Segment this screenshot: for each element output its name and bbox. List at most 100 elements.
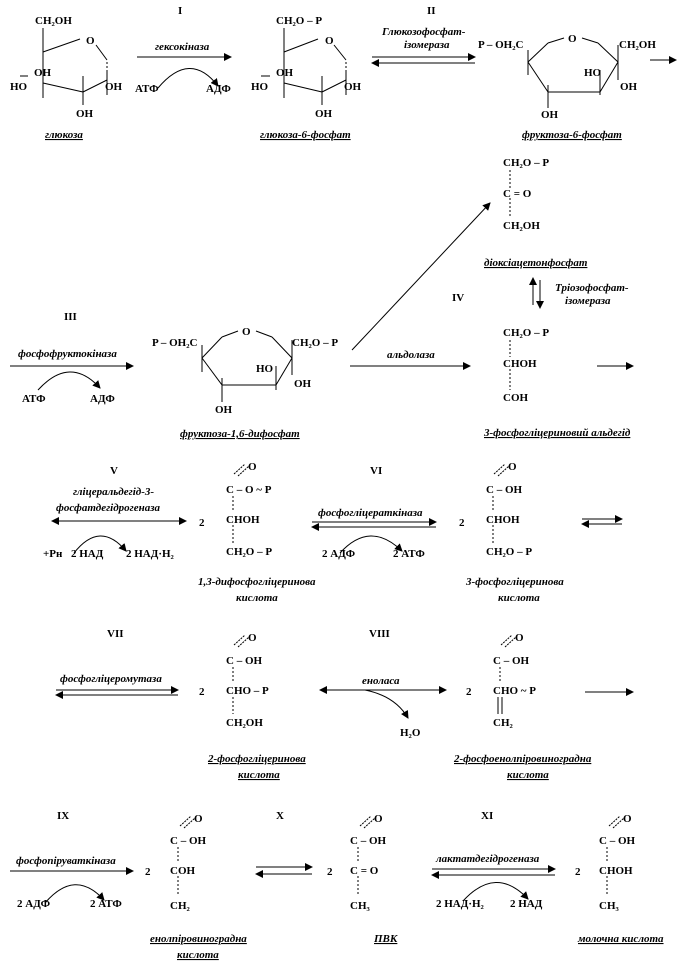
- lactate-choh: CHOH: [599, 865, 633, 877]
- stage-3-label: III: [64, 311, 77, 323]
- enolase-h2o: Н₂О: [400, 727, 421, 739]
- pgk-label: фосфогліцераткіназа: [318, 507, 423, 519]
- enolpyr-structure: [177, 815, 196, 896]
- gap-label: 3-фосфогліцериновий альдегід: [483, 427, 631, 439]
- f6p-p-och2: P – OH₂C: [478, 39, 524, 51]
- glucose-ring-o: O: [86, 35, 95, 47]
- ldh-label: лактатдегідрогеназа: [435, 853, 540, 865]
- bpg-label-2: кислота: [236, 592, 278, 604]
- bpg-c-op: C – O ~ P: [226, 484, 272, 496]
- pep-c-oh: C – OH: [493, 655, 530, 667]
- f6p-ring-o: O: [568, 33, 577, 45]
- g6p-oh-2: OH: [344, 81, 362, 93]
- pvk-coef: 2: [327, 866, 333, 878]
- gap-choh: CHOH: [503, 358, 537, 370]
- bpg-o: O: [248, 461, 257, 473]
- bpg-structure: [232, 463, 250, 543]
- fbp-ch2op: CH₂O – P: [292, 337, 338, 349]
- pep-label-2: кислота: [507, 769, 549, 781]
- enolpyr-o: O: [194, 813, 203, 825]
- pg2-label-2: кислота: [238, 769, 280, 781]
- g6p-ho: HO: [251, 81, 269, 93]
- bpg-label-1: 1,3-дифосфогліцеринова: [198, 576, 316, 588]
- enolpyr-c-oh: C – OH: [170, 835, 207, 847]
- bpg-ch2op: CH₂O – P: [226, 546, 272, 558]
- gapdh-nadh: 2 НАД·Н₂: [126, 548, 175, 560]
- g6p-label: глюкоза-6-фосфат: [260, 129, 351, 141]
- g6p-ch2op: CH₂O – P: [276, 15, 322, 27]
- pg2-o: O: [248, 632, 257, 644]
- fbp-ho: HO: [256, 363, 274, 375]
- g6p-structure: [261, 28, 347, 105]
- tpi-label-2: ізомераза: [565, 295, 611, 307]
- glucose-ho: HO: [10, 81, 28, 93]
- gapdh-label-1: гліцеральдегід-3-: [73, 486, 154, 498]
- pg3-label-1: 3-фосфогліцеринова: [465, 576, 564, 588]
- pep-structure: [497, 634, 517, 714]
- bpg-coef: 2: [199, 517, 205, 529]
- f6p-label: фруктоза-6-фосфат: [522, 129, 622, 141]
- gapdh-nad: 2 НАД: [71, 548, 104, 560]
- pg3-coef: 2: [459, 517, 465, 529]
- pk-atp: 2 АТФ: [90, 898, 122, 910]
- ldh-nad: 2 НАД: [510, 898, 543, 910]
- glucose-structure: [20, 28, 108, 105]
- enolase-label: еноласа: [362, 675, 400, 687]
- stage-2-label: II: [427, 5, 436, 17]
- aldolase-label: альдолаза: [387, 349, 435, 361]
- stage-11-label: XI: [481, 810, 493, 822]
- pvk-structure: [357, 815, 376, 896]
- lactate-o: O: [623, 813, 632, 825]
- tpi-label-1: Тріозофосфат-: [555, 282, 629, 294]
- pg2-label-1: 2-фосфогліцеринова: [207, 753, 306, 765]
- glucose-label: глюкоза: [45, 129, 83, 141]
- pk-label: фосфопіруваткіназа: [16, 855, 116, 867]
- pvk-c-oh: C – OH: [350, 835, 387, 847]
- fbp-ring-o: O: [242, 326, 251, 338]
- g6p-ring-o: O: [325, 35, 334, 47]
- fbp-p-och2: P – OH₂C: [152, 337, 198, 349]
- pvk-ch3: CH₃: [350, 900, 371, 912]
- stage-5-label: V: [110, 465, 118, 477]
- gpi-label-2: ізомераза: [404, 39, 450, 51]
- pvk-co: C = O: [350, 865, 379, 877]
- pep-o: O: [515, 632, 524, 644]
- pg3-o: O: [508, 461, 517, 473]
- pfk-adp: АДФ: [90, 393, 115, 405]
- g6p-oh-3: OH: [315, 108, 333, 120]
- enolpyr-label-2: кислота: [177, 949, 219, 961]
- lactate-c-oh: C – OH: [599, 835, 636, 847]
- f6p-structure: [527, 37, 619, 108]
- lactate-structure: [606, 815, 625, 896]
- stage-1-label: I: [178, 5, 182, 17]
- adp-label: АДФ: [206, 83, 231, 95]
- stage-6-label: VI: [370, 465, 382, 477]
- pgk-atp: 2 АТФ: [393, 548, 425, 560]
- pep-label-1: 2-фосфоенолпіровиноградна: [453, 753, 592, 765]
- lactate-ch3: CH₃: [599, 900, 620, 912]
- enolpyr-coh: COH: [170, 865, 196, 877]
- pvk-label: ПВК: [373, 933, 398, 945]
- pg2-cho-p: CHO – P: [226, 685, 269, 697]
- pep-ch2: CH₂: [493, 717, 514, 729]
- dhap-ch2oh: CH₂OH: [503, 220, 540, 232]
- atp-label: АТФ: [135, 83, 159, 95]
- pk-adp: 2 АДФ: [17, 898, 51, 910]
- pgm-label: фосфогліцеромутаза: [60, 673, 162, 685]
- lactate-coef: 2: [575, 866, 581, 878]
- ldh-nadh: 2 НАД·Н₂: [436, 898, 485, 910]
- gapdh-label-2: фосфатдегідрогеназа: [56, 502, 161, 514]
- stage-7-label: VII: [107, 628, 124, 640]
- pg3-label-2: кислота: [498, 592, 540, 604]
- bpg-choh: CHOH: [226, 514, 260, 526]
- f6p-oh-2: OH: [541, 109, 559, 121]
- dhap-co: C = O: [503, 188, 532, 200]
- pfk-label: фосфофруктокіназа: [18, 348, 117, 360]
- stage-10-label: X: [276, 810, 284, 822]
- dhap-ch2op: CH₂O – P: [503, 157, 549, 169]
- enolpyr-label-1: енолпіровиноградна: [150, 933, 247, 945]
- pg2-ch2oh: CH₂OH: [226, 717, 263, 729]
- pg2-coef: 2: [199, 686, 205, 698]
- f6p-ho: HO: [584, 67, 602, 79]
